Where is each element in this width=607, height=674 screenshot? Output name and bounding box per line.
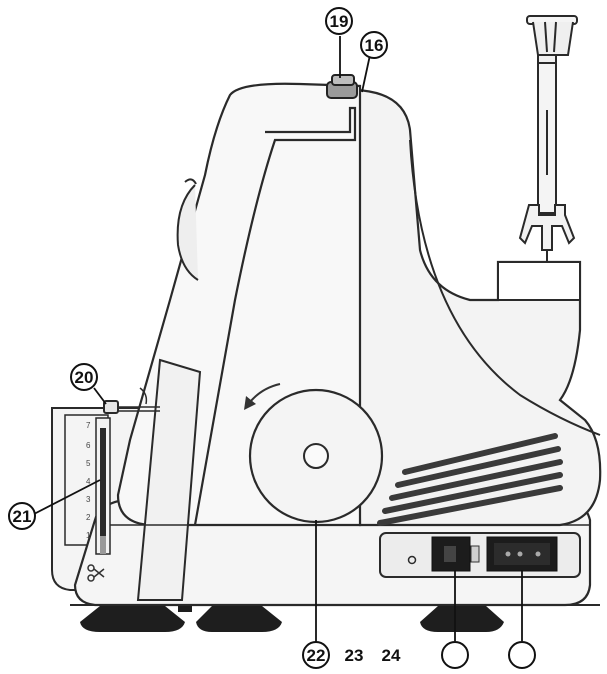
callout-23: 23	[345, 641, 469, 669]
svg-text:21: 21	[13, 507, 32, 526]
presser-foot-lever	[103, 387, 160, 414]
scale-mark: 3	[86, 495, 91, 504]
svg-text:23: 23	[345, 646, 364, 665]
connector-panel	[379, 532, 581, 578]
callout-22: 22	[302, 641, 330, 669]
scale-mark: 7	[86, 421, 91, 430]
svg-text:16: 16	[365, 36, 384, 55]
scissors-icon	[87, 564, 105, 582]
handwheel	[244, 383, 384, 524]
scale-mark: 5	[86, 459, 91, 468]
svg-text:19: 19	[330, 12, 349, 31]
leader-lines	[33, 36, 523, 642]
needle-position-scale: 7 6 5 4 3 2 1	[86, 417, 111, 582]
top-thread-tension-knob	[326, 74, 358, 99]
spool-pin-assembly	[518, 15, 578, 262]
callout-16: 16	[360, 31, 388, 59]
machine-feet	[70, 604, 600, 632]
ventilation-slots	[377, 433, 563, 526]
svg-text:22: 22	[307, 646, 326, 665]
svg-text:20: 20	[75, 368, 94, 387]
callout-19: 19	[325, 7, 353, 35]
svg-text:24: 24	[382, 646, 401, 665]
arrowhead-icon	[244, 396, 256, 410]
scale-mark: 1	[86, 531, 91, 540]
scale-mark: 2	[86, 513, 91, 522]
callout-20: 20	[70, 363, 98, 391]
scale-mark: 6	[86, 441, 91, 450]
callout-21: 21	[8, 502, 36, 530]
rotation-arrow-icon	[249, 383, 281, 403]
callout-24: 24	[382, 641, 536, 669]
scale-mark: 4	[86, 477, 91, 486]
machine-body	[73, 82, 602, 607]
